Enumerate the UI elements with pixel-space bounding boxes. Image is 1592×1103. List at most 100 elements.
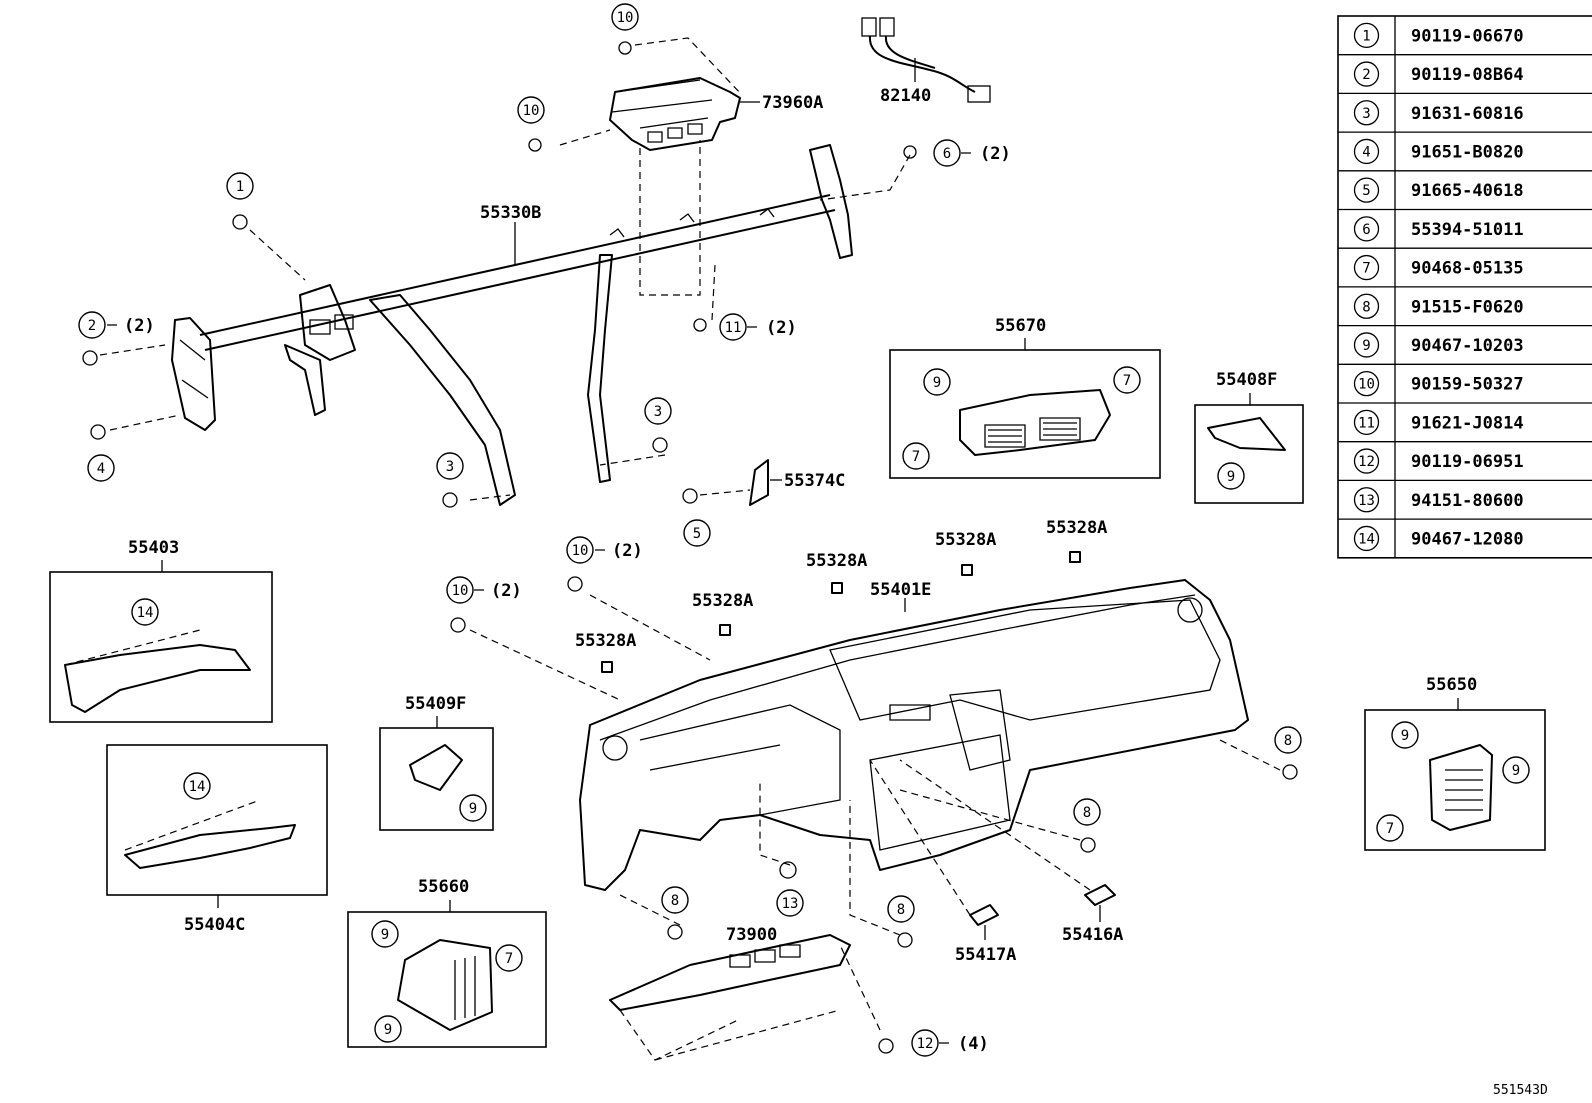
bracket-55374C[interactable] [749, 459, 769, 506]
bracket-55417A[interactable] [969, 904, 999, 926]
legend-part-number: 90467-12080 [1411, 529, 1524, 549]
callout-c7-55650: 7 [1376, 814, 1404, 842]
callout-circle [1217, 462, 1245, 490]
callout-circle [131, 598, 159, 626]
legend-part-number: 90119-08B64 [1411, 65, 1524, 85]
side-vent-55660[interactable] [397, 939, 493, 1031]
instrument-panel-reinforcement-55330B[interactable] [171, 144, 853, 506]
clip-55328A-1[interactable] [601, 661, 613, 673]
clip-55328A-4[interactable] [961, 564, 973, 576]
clip-55328A-2[interactable] [719, 624, 731, 636]
callout-c4: 4 [87, 454, 115, 482]
callout-number: 9 [469, 801, 477, 817]
callout-c9-55650a: 9 [1391, 721, 1419, 749]
callout-circle [902, 442, 930, 470]
box-55650 [1364, 709, 1546, 851]
label-55401E: 55401E [870, 580, 931, 600]
callout-circle [495, 944, 523, 972]
callout-c8-low2: 8 [887, 895, 915, 923]
center-vent-55670[interactable] [959, 389, 1111, 456]
side-vent-55650[interactable] [1429, 744, 1493, 831]
drawing-code: 551543D [1493, 1083, 1548, 1098]
label-55330B: 55330B [480, 203, 541, 223]
callout-c8-right: 8 [1274, 726, 1302, 754]
legend-ref-circle [1353, 100, 1380, 126]
callout-number: 1 [236, 179, 244, 195]
label-82140: 82140 [880, 86, 931, 106]
callout-number: 4 [97, 461, 105, 477]
legend-row: 11 91621-J0814 [1353, 409, 1524, 436]
garnish-55403[interactable] [64, 644, 251, 713]
legend-ref-circle [1353, 525, 1380, 552]
legend-part-number: 91621-J0814 [1411, 413, 1524, 433]
wire-harness-82140[interactable] [861, 17, 991, 103]
cover-55409F[interactable] [409, 744, 463, 791]
label-55374C: 55374C [784, 471, 845, 491]
callout-number: 9 [1227, 469, 1235, 485]
clip-55328A-3[interactable] [831, 582, 843, 594]
cover-55408F[interactable] [1207, 417, 1286, 451]
callout-number: 7 [505, 951, 513, 967]
garnish-55404C[interactable] [124, 824, 296, 869]
box-55408F [1194, 404, 1304, 504]
callout-number: 12 [917, 1036, 934, 1052]
callout-circle [1113, 366, 1141, 394]
qty-10-mid: (2) [612, 541, 643, 561]
legend-ref-circle [1353, 409, 1380, 436]
callout-circle [719, 313, 747, 341]
legend-ref-circle [1353, 61, 1380, 87]
callout-circle [226, 172, 254, 200]
clip-55328A-5[interactable] [1069, 551, 1081, 563]
callout-circle [776, 889, 804, 917]
callout-number: 9 [1401, 728, 1409, 744]
callout-number: 11 [725, 320, 742, 336]
callout-circle [1073, 798, 1101, 826]
label-55328A-5: 55328A [1046, 518, 1107, 538]
legend-row: 5 91665-40618 [1353, 177, 1524, 203]
callout-number: 8 [1284, 733, 1292, 749]
callout-number: 7 [1123, 373, 1131, 389]
legend-part-number: 91515-F0620 [1411, 297, 1524, 317]
callout-number: 14 [189, 779, 206, 795]
legend-ref-circle [1353, 138, 1380, 165]
callout-c10-airbag: 10 [517, 96, 545, 124]
instrument-panel-55401E[interactable] [579, 579, 1249, 891]
legend-ref: 1 [1362, 28, 1370, 44]
label-55403: 55403 [128, 538, 179, 558]
callout-c10-top: 10 [611, 3, 639, 31]
legend-part-number: 91665-40618 [1411, 181, 1524, 201]
legend-ref-circle [1353, 487, 1380, 513]
legend-ref: 11 [1358, 415, 1375, 431]
knee-airbag-73900[interactable] [609, 934, 851, 1061]
callout-circle [1391, 721, 1419, 749]
callout-circle [87, 454, 115, 482]
legend-ref: 5 [1362, 183, 1370, 199]
label-55650: 55650 [1426, 675, 1477, 695]
callout-number: 8 [897, 902, 905, 918]
legend-ref: 6 [1362, 222, 1370, 238]
callout-c1: 1 [226, 172, 254, 200]
callout-circle [517, 96, 545, 124]
callout-c9-55660a: 9 [371, 920, 399, 948]
callout-c11: 11 [719, 313, 747, 341]
callout-number: 7 [1386, 821, 1394, 837]
passenger-airbag-73960A[interactable] [609, 37, 760, 296]
callout-number: 9 [933, 375, 941, 391]
box-55404C [106, 744, 328, 896]
label-55417A: 55417A [955, 945, 1016, 965]
qty-6: (2) [980, 144, 1011, 164]
callout-circle [683, 519, 711, 547]
legend-ref-circle [1353, 370, 1380, 397]
callout-number: 3 [446, 459, 454, 475]
callout-number: 14 [137, 605, 154, 621]
legend-part-number: 90119-06951 [1411, 452, 1524, 472]
callout-c9-55660b: 9 [374, 1015, 402, 1043]
bracket-55416A[interactable] [1084, 884, 1116, 906]
